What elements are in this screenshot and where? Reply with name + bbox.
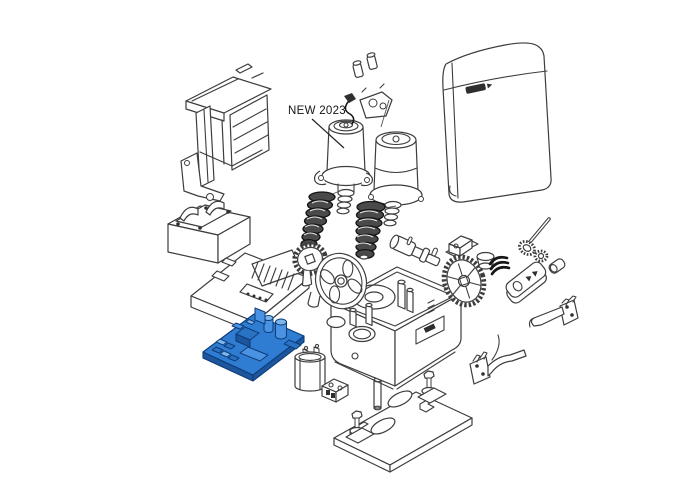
release-door-part: [505, 261, 547, 304]
mounting-frame-part: [180, 63, 272, 202]
limit-switch-fin-right-part: [528, 295, 579, 328]
electronic-board-part: [202, 307, 305, 382]
lock-wheel-part: [518, 240, 536, 256]
limit-switch-fin-left-part: [469, 334, 527, 385]
capacitor-part: [294, 343, 326, 392]
new-2023-label: NEW 2023: [288, 105, 346, 117]
worm-screw-left-part: [300, 191, 336, 251]
motor-secondary-part: [368, 131, 424, 227]
lock-washer-part: [533, 249, 549, 263]
output-shaft-part: [389, 234, 441, 267]
terminal-block-part: [321, 378, 349, 403]
release-rod-part: [527, 217, 551, 245]
worm-screw-right-part: [355, 200, 386, 260]
motor-brushes-part: [344, 52, 393, 125]
spur-gear-part: [441, 254, 487, 308]
motor-new-2023-part: [313, 119, 373, 215]
drive-pulley-part: [307, 252, 368, 310]
gearmotor-housing-part: [326, 266, 462, 390]
front-cover-part: [442, 42, 552, 203]
pinion-gear-part: [292, 242, 328, 287]
release-lock-block-part: [445, 235, 479, 257]
housing-studs: [349, 279, 414, 328]
brand-mark: [465, 83, 493, 94]
label-leader-line: [311, 118, 345, 149]
lock-cap-part: [548, 258, 566, 274]
base-plate-part: [333, 370, 473, 473]
spring-part: [488, 255, 511, 276]
transformer-part: [167, 200, 251, 264]
anchor-bolt: [345, 410, 375, 444]
anchor-bolt: [417, 370, 447, 404]
axis-line: [380, 99, 390, 128]
